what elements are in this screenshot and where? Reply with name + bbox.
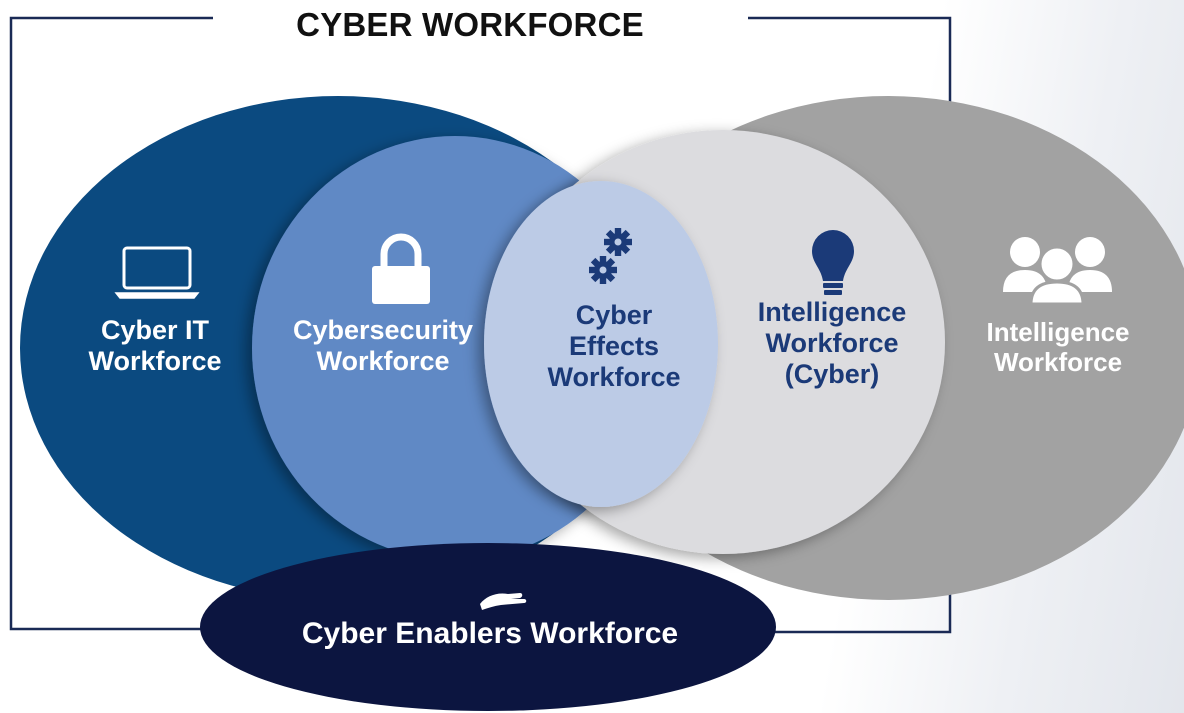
- label-line: Workforce: [547, 361, 681, 392]
- label-line: Cyber Enablers Workforce: [301, 617, 679, 650]
- label-line: Workforce: [993, 346, 1123, 377]
- lock-icon: [372, 233, 430, 304]
- hand-icon: [480, 593, 527, 610]
- label-line: Cyber: [575, 300, 653, 330]
- cyber-effects-workforce-ellipse: [484, 181, 718, 507]
- label-line: Workforce: [88, 345, 222, 376]
- laptop-icon: [114, 246, 200, 299]
- label-line: Effects: [568, 330, 660, 361]
- label-line: Cyber IT: [100, 315, 210, 345]
- label-line: (Cyber): [784, 358, 880, 389]
- cyber-effects-workforce-label: Cyber Effects Workforce: [515, 300, 713, 392]
- label-line: Cybersecurity: [292, 315, 474, 345]
- gears-icon: [589, 228, 632, 284]
- cybersecurity-workforce-label: Cybersecurity Workforce: [268, 315, 498, 377]
- label-line: Workforce: [316, 345, 450, 376]
- intelligence-workforce-label: Intelligence Workforce: [960, 317, 1156, 377]
- label-line: Intelligence: [757, 297, 907, 327]
- cyber-it-workforce-label: Cyber IT Workforce: [60, 315, 250, 377]
- cyber-enablers-workforce-ellipse: [200, 543, 776, 711]
- label-line: Workforce: [765, 327, 899, 358]
- cyber-enablers-workforce-label: Cyber Enablers Workforce: [245, 617, 735, 651]
- intelligence-cyber-workforce-label: Intelligence Workforce (Cyber): [732, 297, 932, 389]
- lightbulb-icon: [812, 230, 854, 295]
- people-icon: [1003, 237, 1112, 306]
- diagram-title: CYBER WORKFORCE: [296, 6, 644, 43]
- label-line: Intelligence: [986, 317, 1130, 347]
